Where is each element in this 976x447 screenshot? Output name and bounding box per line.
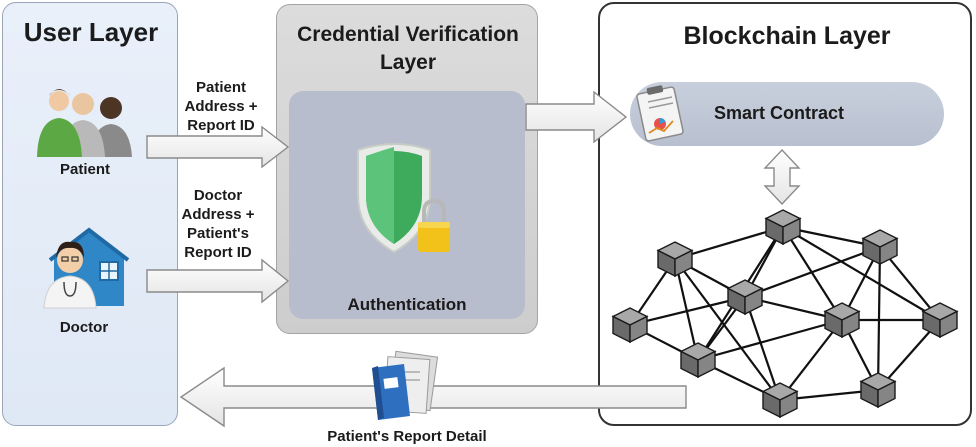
blockchain-node-8 xyxy=(679,342,717,379)
contract-network-double-arrow xyxy=(763,148,801,206)
blockchain-node-right-face xyxy=(782,217,801,246)
credential-layer-title-line1: Credential Verification xyxy=(297,23,519,46)
doctor-input-label: Doctor Address + Patient's Report ID xyxy=(182,187,255,261)
report-return-arrow xyxy=(179,366,687,428)
smart-contract-pill: Smart Contract xyxy=(630,82,944,146)
patient-group-icon xyxy=(37,89,132,157)
patient-input-label: Patient Address + Report ID xyxy=(185,79,258,134)
patient-input-line1: Patient xyxy=(196,79,246,96)
patient-input-line3: Report ID xyxy=(187,117,255,134)
blockchain-node-right-face xyxy=(879,237,898,266)
patient-to-credential-arrow xyxy=(146,125,290,169)
blockchain-node-3 xyxy=(656,241,694,278)
blockchain-node-7 xyxy=(921,302,959,339)
clipboard-chart-icon xyxy=(636,85,684,142)
authentication-label: Authentication xyxy=(347,295,467,314)
blockchain-node-1 xyxy=(764,209,802,246)
doctor-house-icon xyxy=(43,227,130,309)
blockchain-node-2 xyxy=(861,229,899,266)
blockchain-node-right-face xyxy=(877,380,896,409)
blockchain-node-10 xyxy=(859,372,897,409)
blockchain-node-right-face xyxy=(697,350,716,379)
blockchain-node-right-face xyxy=(674,249,693,278)
smart-contract-label: Smart Contract xyxy=(714,103,845,123)
credential-layer-title-line2: Layer xyxy=(379,51,437,74)
patient-input-line2: Address + xyxy=(185,98,258,115)
blockchain-node-right-face xyxy=(939,310,958,339)
user-layer-title: User Layer xyxy=(23,17,159,47)
patient-label: Patient xyxy=(60,161,110,178)
doctor-input-line1: Doctor xyxy=(194,187,242,204)
blockchain-node-6 xyxy=(823,302,861,339)
blockchain-node-right-face xyxy=(744,287,763,316)
doctor-to-credential-arrow xyxy=(146,258,290,304)
doctor-input-line3: Patient's xyxy=(187,225,249,242)
user-layer-panel: User Layer xyxy=(2,2,178,426)
shield-lock-icon xyxy=(357,143,450,254)
doctor-input-line4: Report ID xyxy=(184,244,252,261)
report-detail-label: Patient's Report Detail xyxy=(327,428,486,445)
blockchain-node-4 xyxy=(611,307,649,344)
blockchain-node-right-face xyxy=(841,310,860,339)
doctor-input-line2: Address + xyxy=(182,206,255,223)
report-folder-icon xyxy=(372,350,439,420)
credential-to-blockchain-arrow xyxy=(525,90,628,144)
blockchain-node-right-face xyxy=(629,315,648,344)
blockchain-node-5 xyxy=(726,279,764,316)
doctor-label: Doctor xyxy=(60,319,108,336)
blockchain-nodes xyxy=(611,209,959,419)
blockchain-layer-title: Blockchain Layer xyxy=(683,22,891,50)
blockchain-node-9 xyxy=(761,382,799,419)
blockchain-node-right-face xyxy=(779,390,798,419)
